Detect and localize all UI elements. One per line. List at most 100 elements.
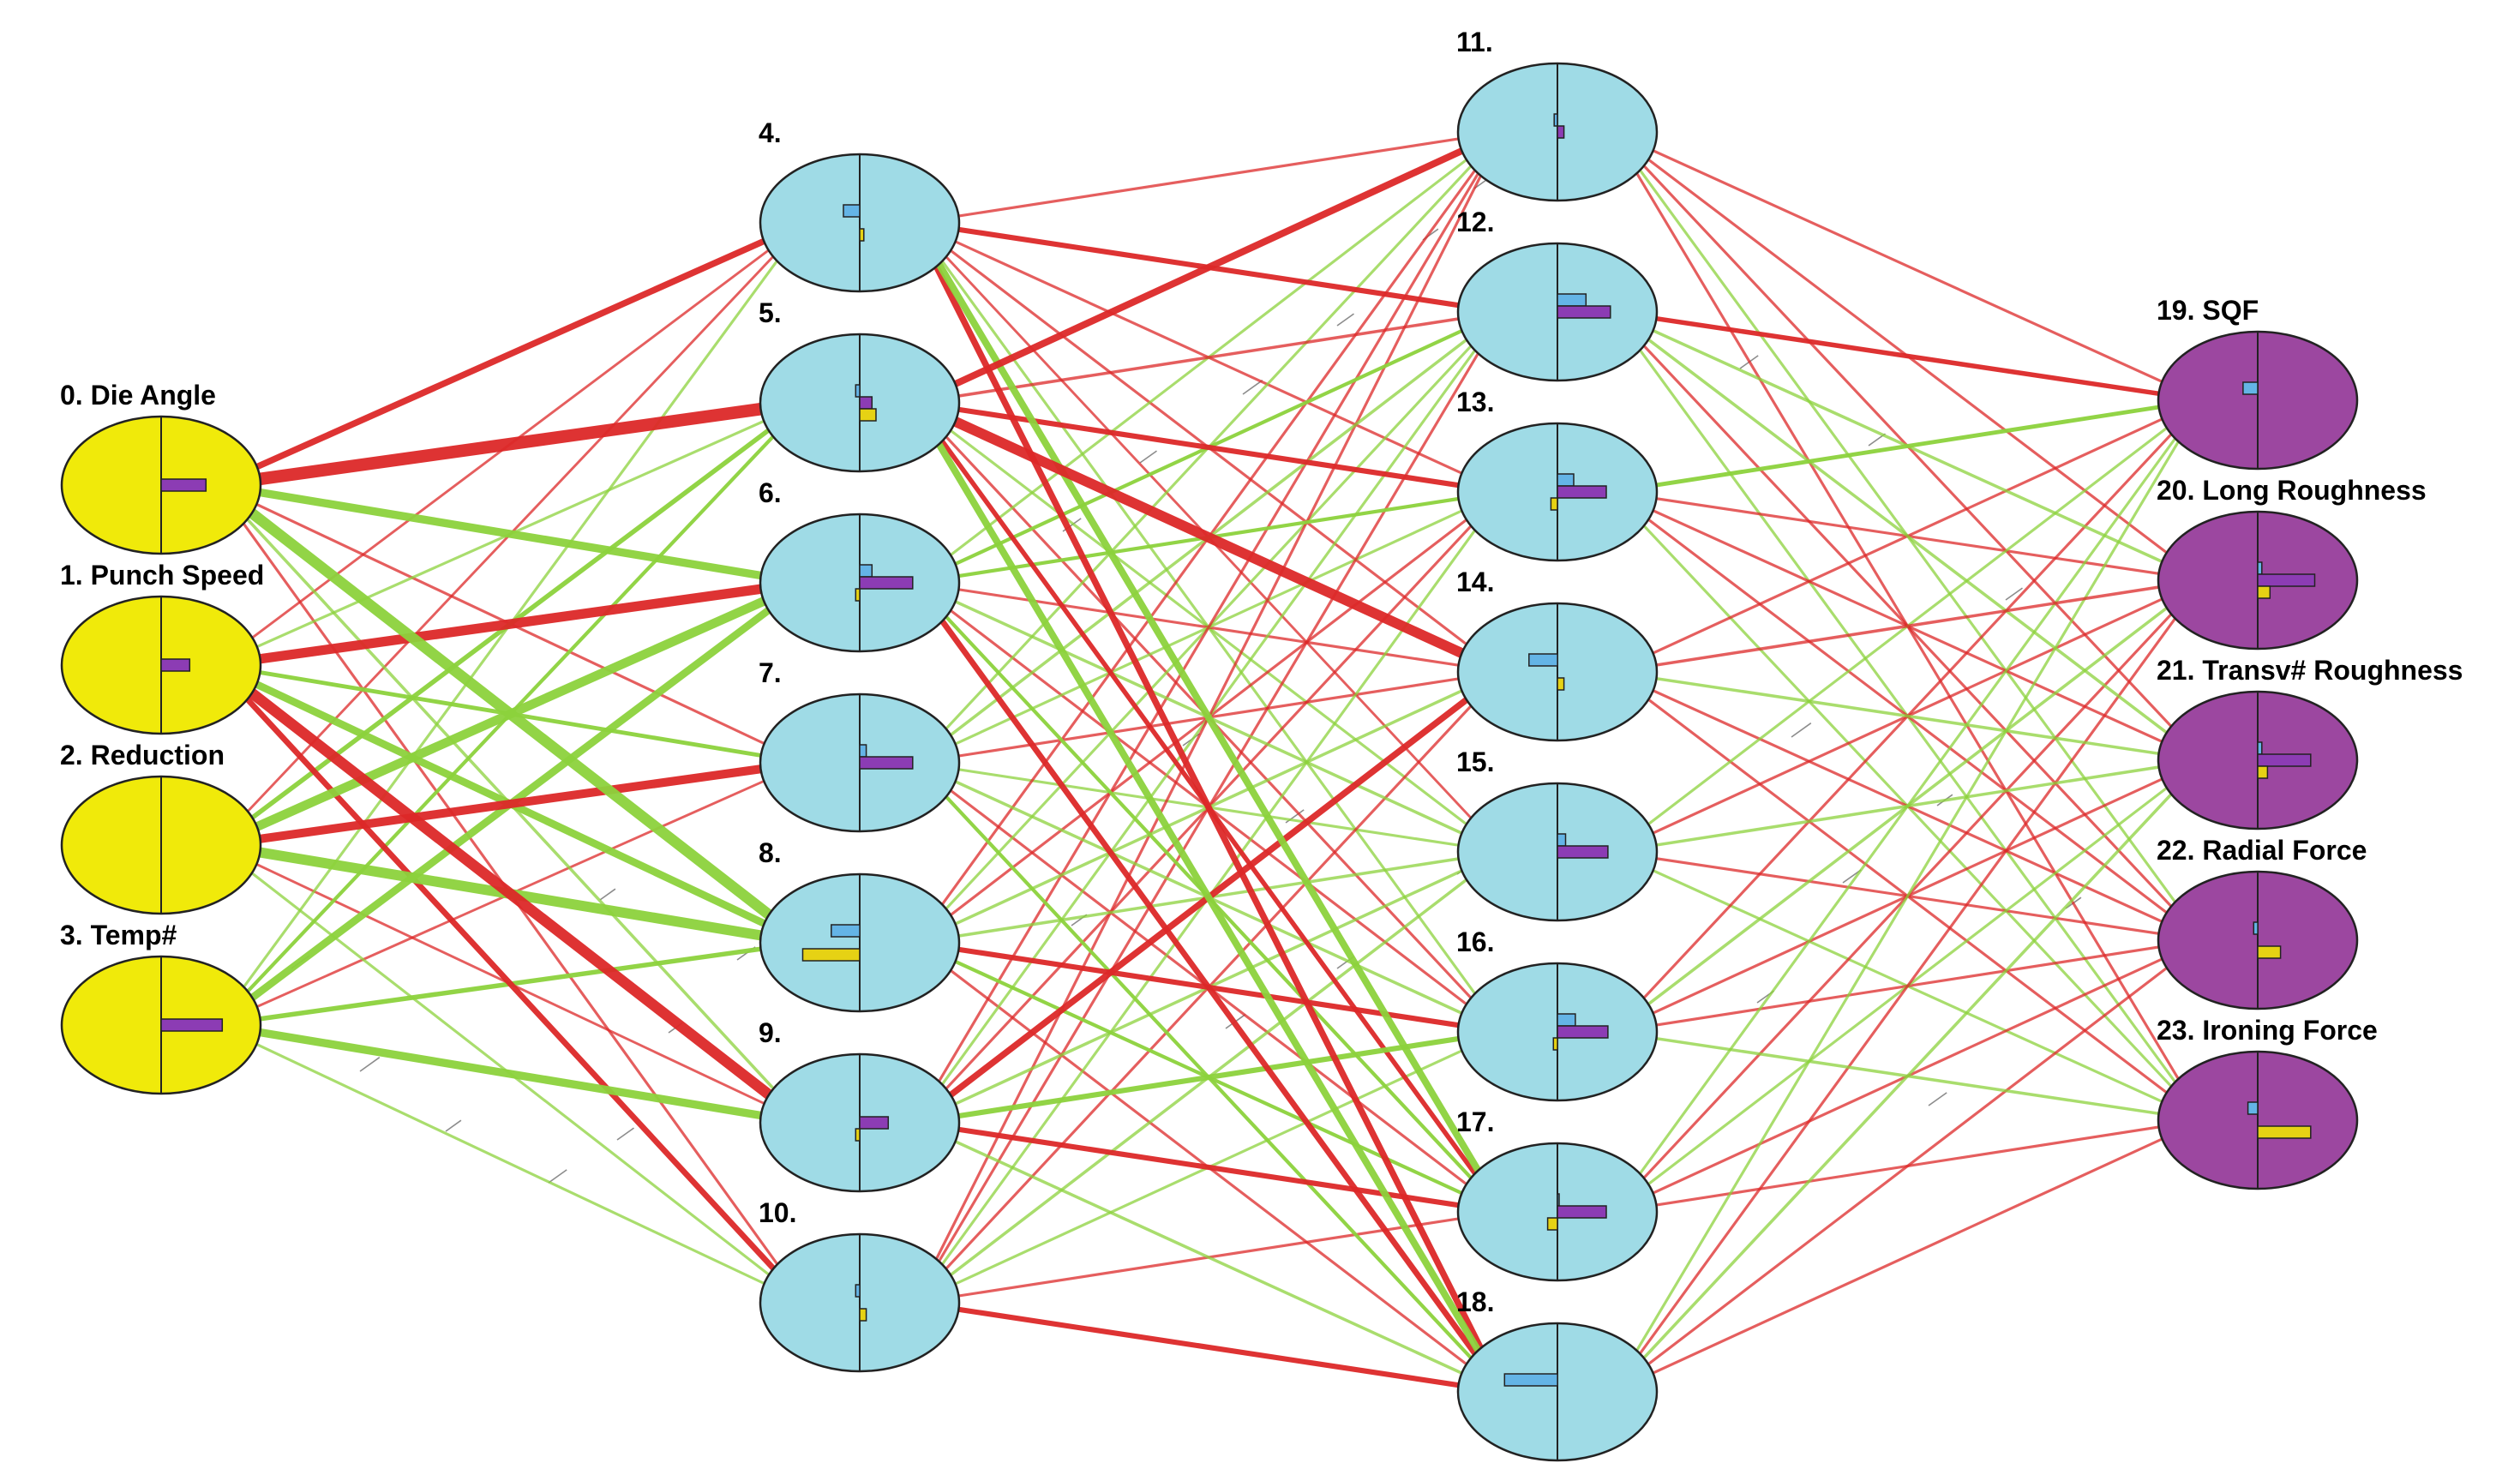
link-1-9 [210, 659, 811, 1129]
node-7-bar-blue [859, 744, 867, 758]
node-4: 4. [759, 117, 961, 293]
node-5-bar-blue [855, 384, 861, 398]
link-6-18 [911, 579, 1506, 1395]
node-11-label: 11. [1456, 27, 1493, 57]
node-12-bar-blue [1557, 293, 1587, 307]
node-14-label: 14. [1456, 567, 1494, 597]
node-18-label: 18. [1456, 1286, 1494, 1317]
node-8-label: 8. [759, 837, 782, 868]
node-11: 11. [1456, 27, 1659, 202]
node-17-bar-blue [1557, 1193, 1560, 1207]
gray-tick-mark-8 [599, 888, 616, 901]
node-12-bar-purple [1557, 305, 1611, 319]
node-15-bar-purple [1557, 845, 1609, 859]
link-4-17 [910, 219, 1507, 1216]
node-18-bar-blue [1503, 1373, 1558, 1387]
link-9-18 [913, 1121, 1504, 1394]
link-5-11 [910, 128, 1507, 407]
gray-tick-mark-2 [359, 1057, 381, 1072]
gray-tick-mark-5 [616, 1127, 634, 1141]
node-1-bar-purple [160, 658, 191, 672]
node-16: 16. [1456, 926, 1659, 1102]
node-14: 14. [1456, 567, 1659, 742]
node-10-bar-blue [855, 1284, 861, 1298]
gray-tick-mark-4 [548, 1169, 567, 1184]
link-1-6 [211, 578, 810, 670]
node-20-bar-yellow [2257, 585, 2271, 599]
node-0-bar-purple [160, 478, 207, 492]
network-links [209, 128, 2205, 1396]
link-3-9 [212, 1021, 809, 1127]
node-8: 8. [759, 837, 961, 1013]
node-17-label: 17. [1456, 1106, 1494, 1137]
gray-tick-mark-12 [1336, 313, 1354, 327]
node-11-bar-blue [1553, 113, 1558, 127]
link-11-19 [1611, 130, 2205, 402]
link-4-18 [911, 219, 1506, 1395]
node-13: 13. [1456, 387, 1659, 562]
link-5-12 [913, 310, 1504, 405]
node-4-label: 4. [759, 117, 782, 148]
node-8-bar-yellow [801, 948, 861, 962]
link-1-10 [213, 662, 808, 1306]
node-16-bar-yellow [1552, 1037, 1558, 1051]
node-12-label: 12. [1456, 207, 1494, 237]
node-4-bar-blue [843, 204, 861, 218]
link-0-4 [213, 219, 808, 489]
node-13-bar-purple [1557, 485, 1607, 499]
node-10-bar-yellow [859, 1308, 867, 1322]
link-14-20 [1611, 579, 2205, 674]
node-22-bar-yellow [2257, 945, 2282, 959]
gray-tick-mark-26 [2005, 587, 2023, 601]
node-6: 6. [759, 477, 961, 653]
node-3-bar-purple [160, 1018, 224, 1032]
node-16-bar-blue [1557, 1013, 1576, 1027]
node-19-label: 19. SQF [2157, 295, 2259, 326]
node-23-label: 23. Ironing Force [2157, 1015, 2378, 1046]
node-2: 2. Reduction [60, 740, 262, 915]
node-7-label: 7. [759, 657, 782, 688]
link-13-19 [1610, 398, 2205, 495]
node-21-bar-yellow [2257, 765, 2269, 779]
node-23-bar-blue [2247, 1101, 2259, 1115]
gray-tick-mark-29 [1928, 1092, 1947, 1106]
node-5-bar-purple [859, 396, 873, 410]
node-22-bar-blue [2253, 921, 2259, 935]
node-6-bar-purple [859, 576, 914, 590]
link-0-8 [210, 479, 811, 949]
link-5-18 [910, 399, 1507, 1396]
node-19: 19. SQF [2157, 295, 2359, 471]
node-10-label: 10. [759, 1197, 796, 1228]
node-9: 9. [759, 1017, 961, 1193]
link-2-7 [211, 758, 810, 850]
node-11-bar-purple [1557, 125, 1565, 139]
node-20: 20. Long Roughness [2157, 475, 2427, 651]
gray-tick-mark-23 [1791, 723, 1812, 738]
node-8-bar-blue [831, 924, 861, 938]
node-6-bar-blue [859, 564, 873, 578]
node-5: 5. [759, 297, 961, 473]
node-6-label: 6. [759, 477, 782, 508]
node-9-bar-yellow [855, 1128, 861, 1142]
node-16-bar-purple [1557, 1025, 1609, 1039]
node-5-bar-yellow [859, 408, 877, 422]
node-0-label: 0. Die Angle [60, 380, 216, 411]
link-4-11 [913, 130, 1504, 225]
node-9-label: 9. [759, 1017, 782, 1048]
node-16-label: 16. [1456, 926, 1494, 957]
node-13-bar-blue [1557, 473, 1575, 487]
network-nodes: 0. Die Angle 1. Punch Speed 2. Reduction 3.… [60, 27, 2463, 1462]
node-21-bar-blue [2257, 741, 2263, 755]
node-15-bar-blue [1557, 833, 1567, 847]
node-2-label: 2. Reduction [60, 740, 225, 770]
node-9-bar-purple [859, 1116, 890, 1130]
gray-tick-mark-11 [1242, 380, 1263, 395]
link-3-10 [214, 1023, 807, 1304]
node-0: 0. Die Angle [60, 380, 262, 555]
node-1: 1. Punch Speed [60, 560, 264, 735]
node-18: 18. [1456, 1286, 1659, 1462]
node-20-label: 20. Long Roughness [2157, 475, 2427, 506]
node-5-label: 5. [759, 297, 782, 328]
node-3-label: 3. Temp# [60, 920, 177, 950]
